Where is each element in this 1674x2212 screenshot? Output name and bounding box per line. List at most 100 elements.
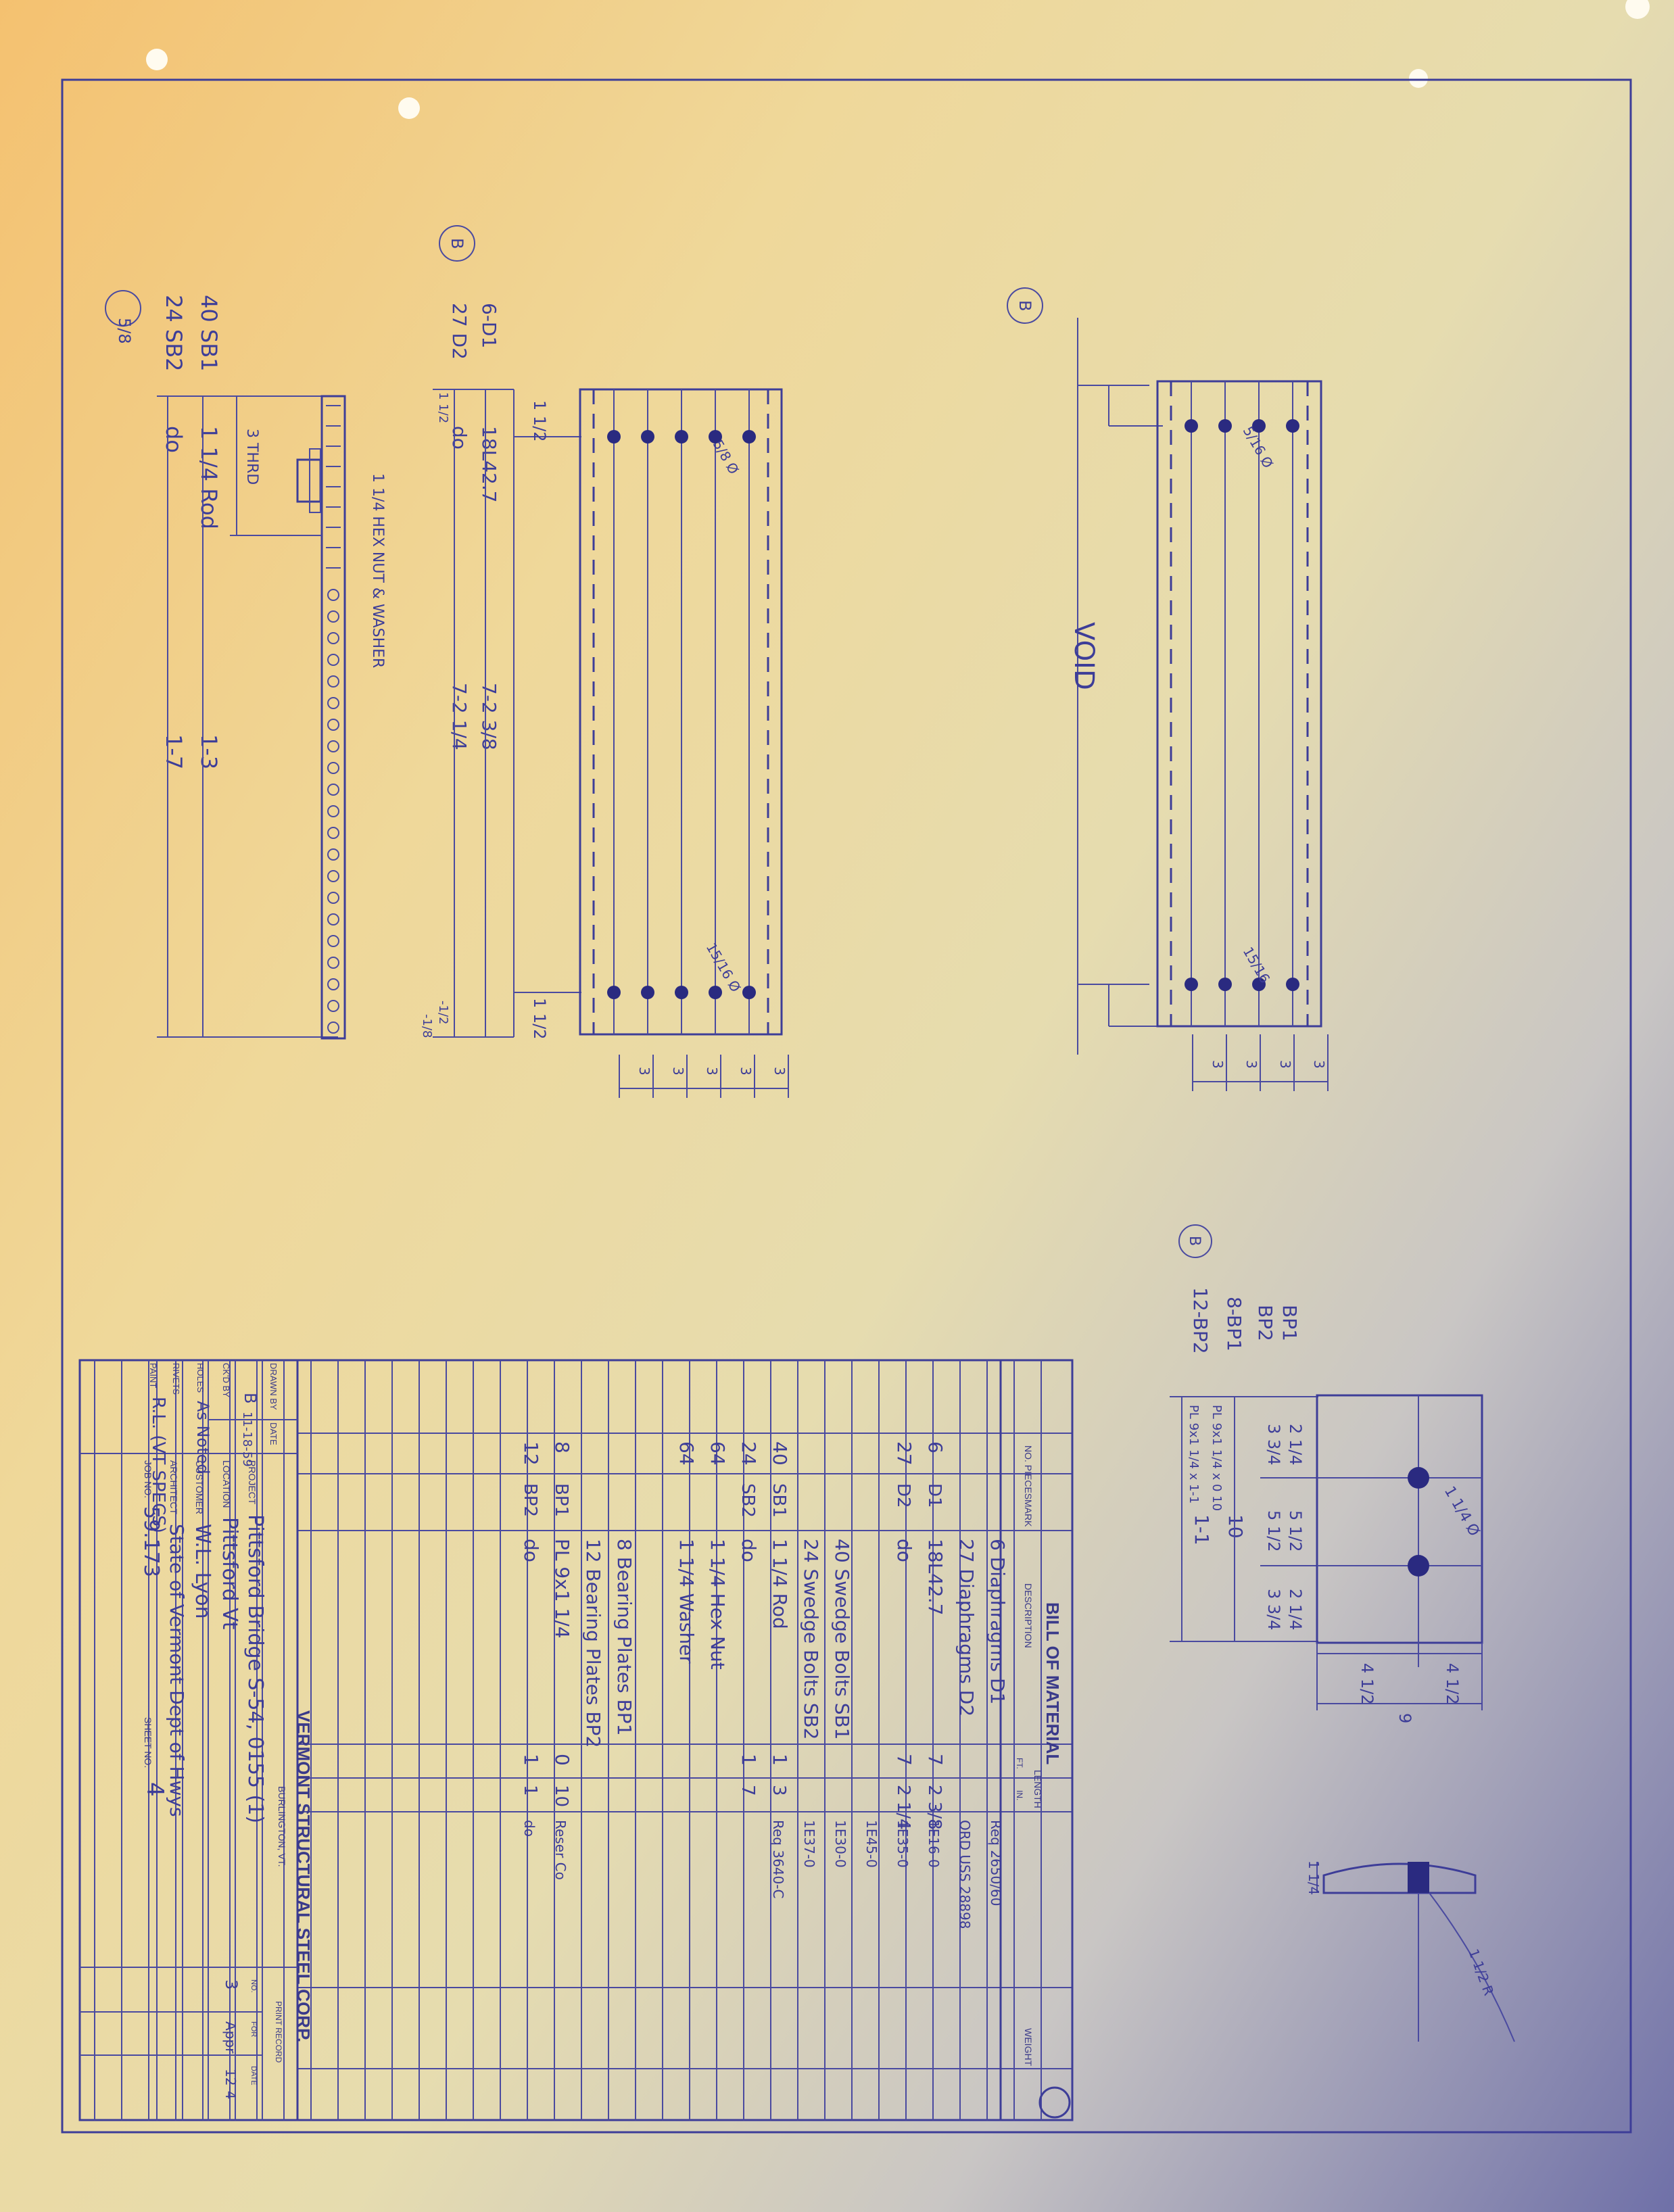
- bom-cell-pieces: 6: [924, 1441, 947, 1453]
- swedge-notch: [327, 1000, 339, 1012]
- bom-cell-mark: SB1: [769, 1483, 789, 1518]
- plate-section: [1322, 1862, 1477, 1894]
- plate-mat-2: PL 9x1 1/4 x 1-1: [1187, 1405, 1201, 1504]
- bearing-plate: [1316, 1394, 1483, 1644]
- bolt-hole: [1185, 419, 1198, 433]
- bom-cell-ft: 7: [893, 1754, 915, 1766]
- void-plate: [1156, 380, 1322, 1028]
- bom-corner-circle: [1038, 2086, 1071, 2119]
- bom-cell-note: 1E37-0: [801, 1820, 817, 1868]
- thread-note: 3 THRD: [243, 429, 260, 485]
- bolt-hole: [607, 986, 621, 999]
- void-hole-note-top: 5/16 Ø: [1240, 424, 1276, 471]
- swedge-notch: [327, 654, 339, 666]
- section-radius: 1 1/2 R: [1465, 1947, 1497, 1998]
- col-description: DESCRIPTION: [1023, 1583, 1034, 1648]
- bolt-hole: [1218, 978, 1232, 991]
- print-entry-for: Appr: [222, 2021, 239, 2054]
- diaphragm-edge-bottom: 1 1/2: [530, 998, 549, 1040]
- plate-dim-a2: 3 3/4: [1264, 1424, 1283, 1466]
- bolt-hole: [675, 986, 688, 999]
- date-label: DATE: [268, 1422, 279, 1445]
- bom-cell-note: do: [521, 1820, 537, 1837]
- bom-cell-desc: do: [893, 1539, 915, 1562]
- punch-hole: [146, 49, 168, 70]
- bom-cell-desc: 12 Bearing Plates BP2: [582, 1539, 604, 1748]
- title-block: VERMONT STRUCTURAL STEEL CORP. BURLINGTO…: [139, 1363, 314, 2099]
- swedge-notch: [327, 697, 339, 709]
- spacing-label: 3: [1277, 1060, 1293, 1069]
- swedge-notch: [327, 762, 339, 774]
- diaphragm-callout-label: B: [448, 238, 467, 249]
- plate-mark-2: BP2: [1254, 1305, 1276, 1341]
- bom-cell-desc: do: [738, 1539, 760, 1562]
- bom-cell-ft: 0: [551, 1754, 573, 1766]
- view-callout-circle: [439, 225, 475, 262]
- spacing-label: 3: [738, 1067, 754, 1076]
- punch-hole: [398, 97, 420, 119]
- bom-cell-desc: do: [520, 1539, 542, 1562]
- diaphragm-len-1: 7-2 3/8: [478, 683, 500, 750]
- bom-cell-pieces: 40: [769, 1441, 791, 1466]
- diaphragm-mark-2: 27 D2: [448, 303, 471, 360]
- section-thickness: 1 1/4: [1306, 1860, 1322, 1895]
- bolt-hole: [641, 986, 654, 999]
- bom-cell-ft: 1: [769, 1754, 791, 1766]
- plate-mark-1: BP1: [1278, 1305, 1301, 1341]
- bom-cell-ft: 7: [924, 1754, 947, 1766]
- plate-hole: [1408, 1467, 1429, 1489]
- bom-cell-desc: 8 Bearing Plates BP1: [613, 1539, 636, 1735]
- spacing-label: 3: [771, 1067, 788, 1076]
- swedge-notch: [327, 675, 339, 688]
- rivets-label: RIVETS: [171, 1363, 181, 1395]
- bom-cell-pieces: 64: [675, 1441, 698, 1466]
- bom-cell-in: 10: [551, 1785, 571, 1807]
- bom-cell-ft: 1: [520, 1754, 542, 1766]
- view-callout-circle: [105, 290, 141, 327]
- swedge-notch: [327, 870, 339, 882]
- plate-len-1: 10: [1224, 1514, 1247, 1539]
- swedge-notch: [327, 848, 339, 861]
- bom-cell-in: 2 3/8: [924, 1785, 944, 1830]
- spacing-label: 3: [636, 1067, 652, 1076]
- bom-cell-pieces: 27: [893, 1441, 915, 1466]
- swedge-notch: [327, 784, 339, 796]
- plate-len-2: 1-1: [1191, 1514, 1213, 1545]
- project-value: Pittsford Bridge S-54, 0155 (1): [243, 1514, 267, 1823]
- swedge-notch: [327, 913, 339, 925]
- project-label: PROJECT: [247, 1460, 258, 1505]
- swedge-notch: [327, 805, 339, 817]
- plate-width-a: 4 1/2: [1358, 1663, 1377, 1705]
- bom-cell-pieces: 64: [707, 1441, 729, 1466]
- col-length: LENGTH: [1032, 1770, 1043, 1808]
- bom-cell-note: Req 2650/60: [988, 1820, 1004, 1906]
- plate-dim-a1: 2 1/4: [1286, 1424, 1305, 1466]
- bom-cell-pieces: 24: [738, 1441, 760, 1466]
- bom-cell-note: Req 3640-C: [770, 1820, 786, 1898]
- print-entry-date: 12-4: [222, 2069, 239, 2099]
- swedge-notch: [327, 589, 339, 601]
- bom-cell-mark: SB2: [738, 1483, 758, 1518]
- architect-value: State of Vermont Dept of Hwys: [166, 1524, 188, 1817]
- bom-cell-desc: 40 Swedge Bolts SB1: [831, 1539, 853, 1740]
- bolt-mat-2: do: [161, 426, 187, 453]
- swedge-notch: [327, 740, 339, 752]
- bolt-mark-2: 24 SB2: [161, 295, 187, 372]
- sheet-label: SHEET NO.: [143, 1717, 153, 1768]
- bom-cell-desc: 1 1/4 Hex Nut: [707, 1539, 729, 1670]
- washer: [309, 448, 321, 513]
- punch-hole: [1409, 69, 1428, 88]
- diaphragm-edge-top: 1 1/2: [530, 400, 549, 442]
- spacing-label: 3: [1311, 1060, 1327, 1069]
- drawn-value: B: [241, 1393, 260, 1403]
- diaphragm-end-b: -1/2: [436, 1001, 450, 1024]
- swedge-notch: [327, 719, 339, 731]
- swedge-notch: [327, 957, 339, 969]
- plate-hole: [1408, 1555, 1429, 1577]
- bolt-hole: [709, 430, 722, 443]
- bolt-hole: [1252, 978, 1266, 991]
- bom-heading: BILL OF MATERIAL: [1043, 1602, 1063, 1764]
- void-hole-note-bottom: 15/16: [1240, 944, 1274, 986]
- punch-hole: [1625, 0, 1650, 19]
- nut-note: 1 1/4 HEX NUT & WASHER: [369, 473, 386, 668]
